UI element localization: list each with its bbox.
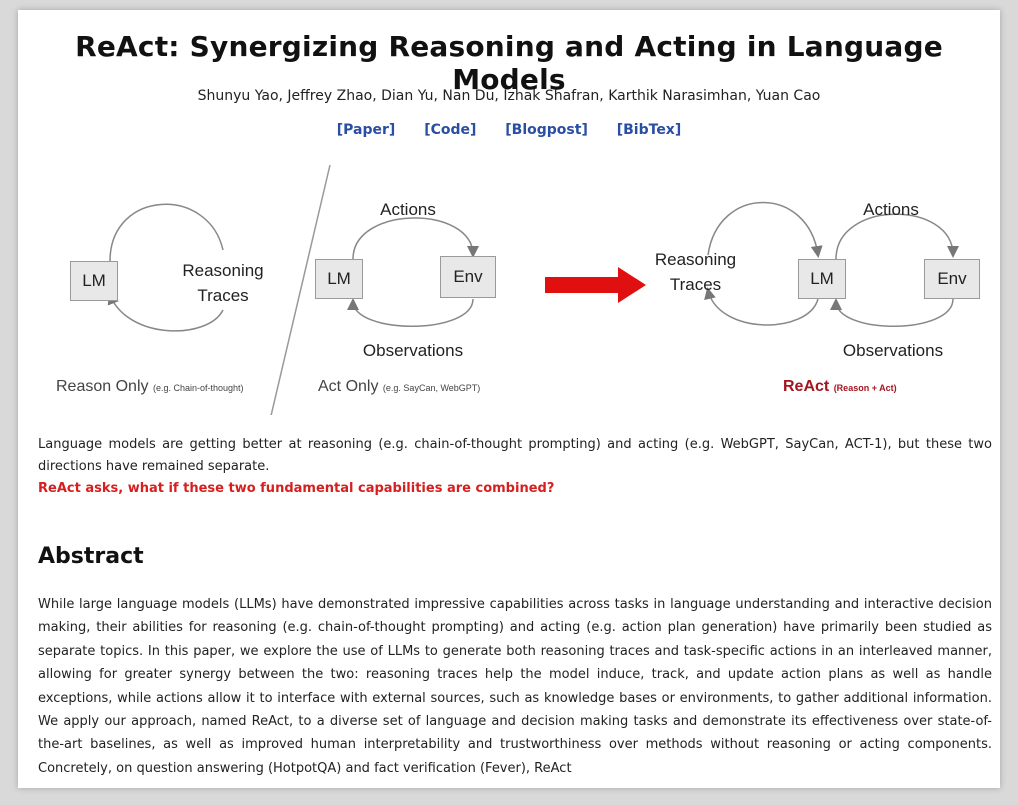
react-observations-label: Observations <box>842 341 944 360</box>
blogpost-link[interactable]: [Blogpost] <box>505 122 588 138</box>
act-only-actions-arc <box>352 217 479 260</box>
caption-text: Act Only <box>318 378 379 395</box>
act-only-actions-label: Actions <box>380 200 436 219</box>
traces-line2: Traces <box>197 286 249 305</box>
paper-page: ReAct: Synergizing Reasoning and Acting … <box>18 10 1000 788</box>
act-only-observations-label: Observations <box>362 341 464 360</box>
react-reasoning-bottom-arc <box>704 287 819 326</box>
caption-text: Reason Only <box>56 378 149 395</box>
react-env-box: Env <box>924 259 980 299</box>
reason-only-lm-box: LM <box>70 261 118 301</box>
act-only-caption: Act Only (e.g. SayCan, WebGPT) <box>318 378 480 396</box>
bibtex-link[interactable]: [BibTex] <box>616 122 682 138</box>
act-only-env-box: Env <box>440 256 496 298</box>
intro-text: Language models are getting better at re… <box>38 437 992 474</box>
traces-line1: Reasoning <box>654 250 737 269</box>
react-overview-diagram: LM Reasoning Traces Reason Only (e.g. Ch… <box>18 155 1000 415</box>
reason-only-bottom-arc <box>107 292 224 332</box>
react-traces-label: Reasoning Traces <box>648 247 743 297</box>
intro-paragraph: Language models are getting better at re… <box>38 434 992 500</box>
caption-note: (Reason + Act) <box>833 383 897 393</box>
author-list: Shunyu Yao, Jeffrey Zhao, Dian Yu, Nan D… <box>197 88 821 104</box>
react-actions-label: Actions <box>863 200 919 219</box>
caption-note: (e.g. Chain-of-thought) <box>152 383 244 393</box>
red-arrow-icon <box>545 267 646 303</box>
reason-only-traces-label: Reasoning Traces <box>178 258 268 308</box>
page-title: ReAct: Synergizing Reasoning and Acting … <box>75 30 943 96</box>
traces-line2: Traces <box>669 275 722 294</box>
paper-link[interactable]: [Paper] <box>336 122 396 138</box>
traces-line1: Reasoning <box>182 261 264 280</box>
react-observations-arc <box>830 298 954 327</box>
react-actions-arc <box>835 213 959 260</box>
code-link[interactable]: [Code] <box>424 122 477 138</box>
diagram-arrows <box>107 164 959 415</box>
intro-question: ReAct asks, what if these two fundamenta… <box>38 481 555 496</box>
react-reasoning-top-arc <box>707 201 823 258</box>
reason-only-caption: Reason Only (e.g. Chain-of-thought) <box>56 378 244 396</box>
section-divider <box>270 164 331 415</box>
reason-only-top-arc <box>109 203 224 262</box>
caption-text: ReAct <box>783 378 830 395</box>
react-lm-box: LM <box>798 259 846 299</box>
abstract-heading: Abstract <box>38 544 144 569</box>
resource-links: [Paper] [Code] [Blogpost] [BibTex] <box>18 122 1000 138</box>
react-caption: ReAct (Reason + Act) <box>783 378 897 396</box>
act-only-observations-arc <box>347 298 474 327</box>
caption-note: (e.g. SayCan, WebGPT) <box>382 383 481 393</box>
act-only-lm-box: LM <box>315 259 363 299</box>
abstract-text: While large language models (LLMs) have … <box>38 597 992 776</box>
